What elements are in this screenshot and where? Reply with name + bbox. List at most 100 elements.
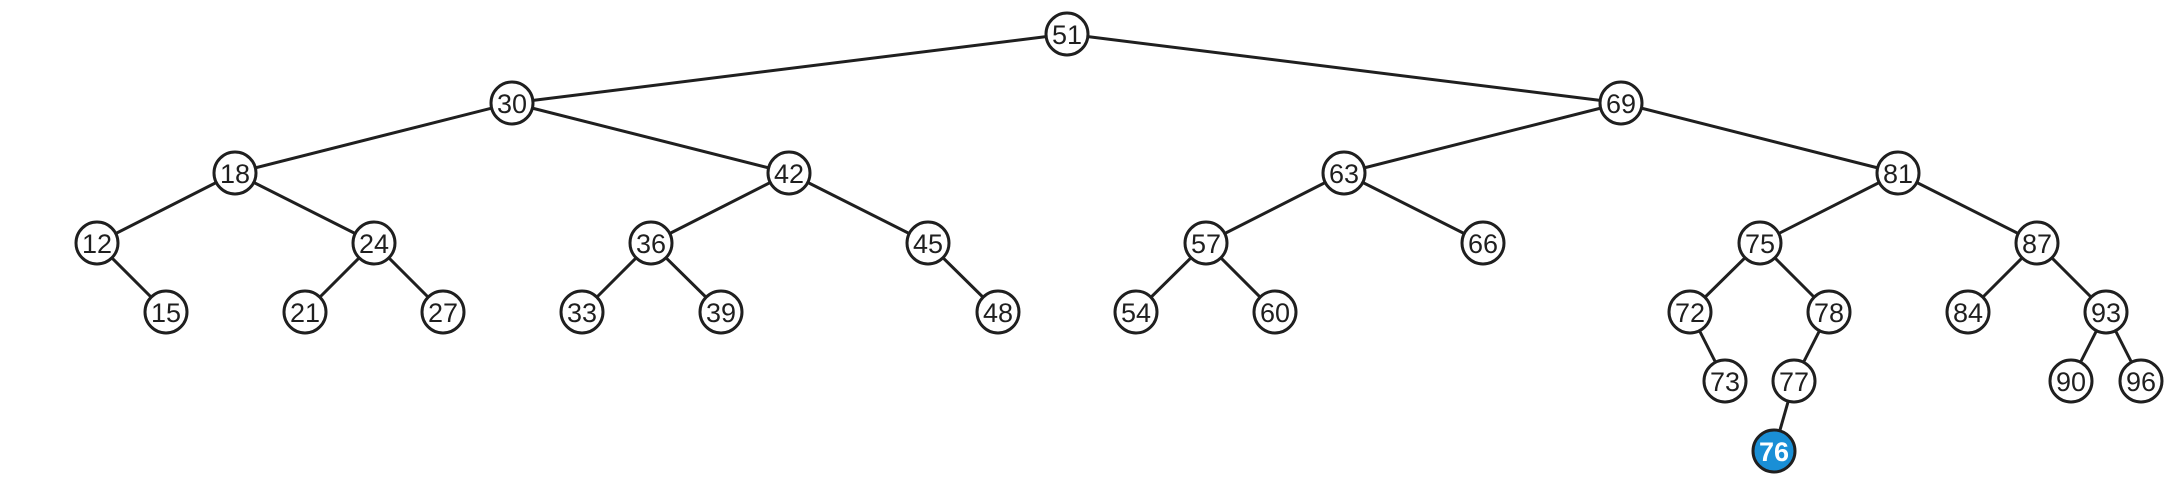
node-label: 93 <box>2091 298 2121 328</box>
tree-edge <box>1897 171 2038 245</box>
tree-node: 87 <box>2014 220 2060 266</box>
node-label: 15 <box>151 298 181 328</box>
node-circle <box>420 289 466 335</box>
node-circle <box>1183 220 1229 266</box>
node-circle <box>1771 358 1817 404</box>
node-label: 69 <box>1606 89 1636 119</box>
node-label: 60 <box>1260 298 1290 328</box>
tree-node: 57 <box>1183 220 1229 266</box>
node-label: 96 <box>2126 367 2156 397</box>
tree-edge <box>1205 171 1345 245</box>
tree-node: 51 <box>1044 11 1090 57</box>
tree-edge <box>1066 32 1622 105</box>
node-circle <box>2083 289 2129 335</box>
tree-node: 63 <box>1321 150 1367 196</box>
node-circle <box>143 289 189 335</box>
node-circle <box>1875 150 1921 196</box>
tree-node: 48 <box>975 289 1021 335</box>
tree-node: 93 <box>2083 289 2129 335</box>
tree-node-highlighted: 76 <box>1751 428 1797 474</box>
node-circle <box>1598 80 1644 126</box>
node-label: 30 <box>497 89 527 119</box>
tree-node: 81 <box>1875 150 1921 196</box>
node-label: 18 <box>220 159 250 189</box>
node-circle <box>1044 11 1090 57</box>
node-label: 77 <box>1779 367 1809 397</box>
node-label: 54 <box>1121 298 1151 328</box>
node-label: 72 <box>1675 298 1705 328</box>
node-label: 33 <box>567 298 597 328</box>
tree-node: 15 <box>143 289 189 335</box>
node-label: 63 <box>1329 159 1359 189</box>
node-label: 27 <box>428 298 458 328</box>
node-circle <box>282 289 328 335</box>
tree-edge <box>1759 171 1899 245</box>
tree-edge <box>788 171 929 245</box>
tree-edges <box>95 32 2143 452</box>
node-circle <box>2014 220 2060 266</box>
node-label: 90 <box>2056 367 2086 397</box>
node-circle <box>1702 358 1748 404</box>
node-label: 57 <box>1191 229 1221 259</box>
tree-edge <box>234 171 375 245</box>
node-circle <box>559 289 605 335</box>
tree-node: 54 <box>1113 289 1159 335</box>
node-circle <box>1460 220 1506 266</box>
tree-node: 30 <box>489 80 535 126</box>
tree-node: 12 <box>74 220 120 266</box>
node-circle <box>2118 358 2164 404</box>
tree-node: 39 <box>698 289 744 335</box>
tree-node: 21 <box>282 289 328 335</box>
node-circle <box>1737 220 1783 266</box>
node-circle <box>1667 289 1713 335</box>
node-label: 75 <box>1745 229 1775 259</box>
node-label: 87 <box>2022 229 2052 259</box>
node-label: 12 <box>82 229 112 259</box>
node-label: 24 <box>359 229 389 259</box>
tree-edge <box>1620 101 1899 175</box>
node-label: 39 <box>706 298 736 328</box>
tree-node: 42 <box>766 150 812 196</box>
tree-node: 84 <box>1945 289 1991 335</box>
node-label: 78 <box>1814 298 1844 328</box>
tree-node: 24 <box>351 220 397 266</box>
node-circle <box>975 289 1021 335</box>
node-label: 36 <box>636 229 666 259</box>
tree-node: 96 <box>2118 358 2164 404</box>
node-circle <box>1945 289 1991 335</box>
node-circle <box>1751 428 1797 474</box>
node-circle <box>351 220 397 266</box>
tree-node: 36 <box>628 220 674 266</box>
tree-edge <box>511 101 790 175</box>
node-circle <box>1113 289 1159 335</box>
node-label: 51 <box>1052 20 1082 50</box>
tree-edge <box>511 32 1068 105</box>
node-label: 76 <box>1759 437 1789 467</box>
tree-node: 18 <box>212 150 258 196</box>
node-label: 81 <box>1883 159 1913 189</box>
tree-node: 27 <box>420 289 466 335</box>
tree-node: 45 <box>905 220 951 266</box>
tree-node: 66 <box>1460 220 1506 266</box>
tree-node: 73 <box>1702 358 1748 404</box>
node-circle <box>74 220 120 266</box>
node-label: 84 <box>1953 298 1983 328</box>
tree-edge <box>650 171 790 245</box>
node-circle <box>2048 358 2094 404</box>
tree-edge <box>1343 171 1484 245</box>
tree-node: 75 <box>1737 220 1783 266</box>
node-circle <box>628 220 674 266</box>
node-circle <box>698 289 744 335</box>
tree-node: 69 <box>1598 80 1644 126</box>
tree-node: 77 <box>1771 358 1817 404</box>
node-label: 42 <box>774 159 804 189</box>
tree-edge <box>96 171 236 245</box>
node-circle <box>1252 289 1298 335</box>
tree-node: 60 <box>1252 289 1298 335</box>
node-label: 48 <box>983 298 1013 328</box>
tree-node: 78 <box>1806 289 1852 335</box>
node-label: 66 <box>1468 229 1498 259</box>
tree-node: 33 <box>559 289 605 335</box>
tree-nodes: 51 30 69 18 42 63 81 12 24 36 45 57 66 75 87 15 21 27 33 39… <box>74 11 2164 474</box>
node-label: 73 <box>1710 367 1740 397</box>
